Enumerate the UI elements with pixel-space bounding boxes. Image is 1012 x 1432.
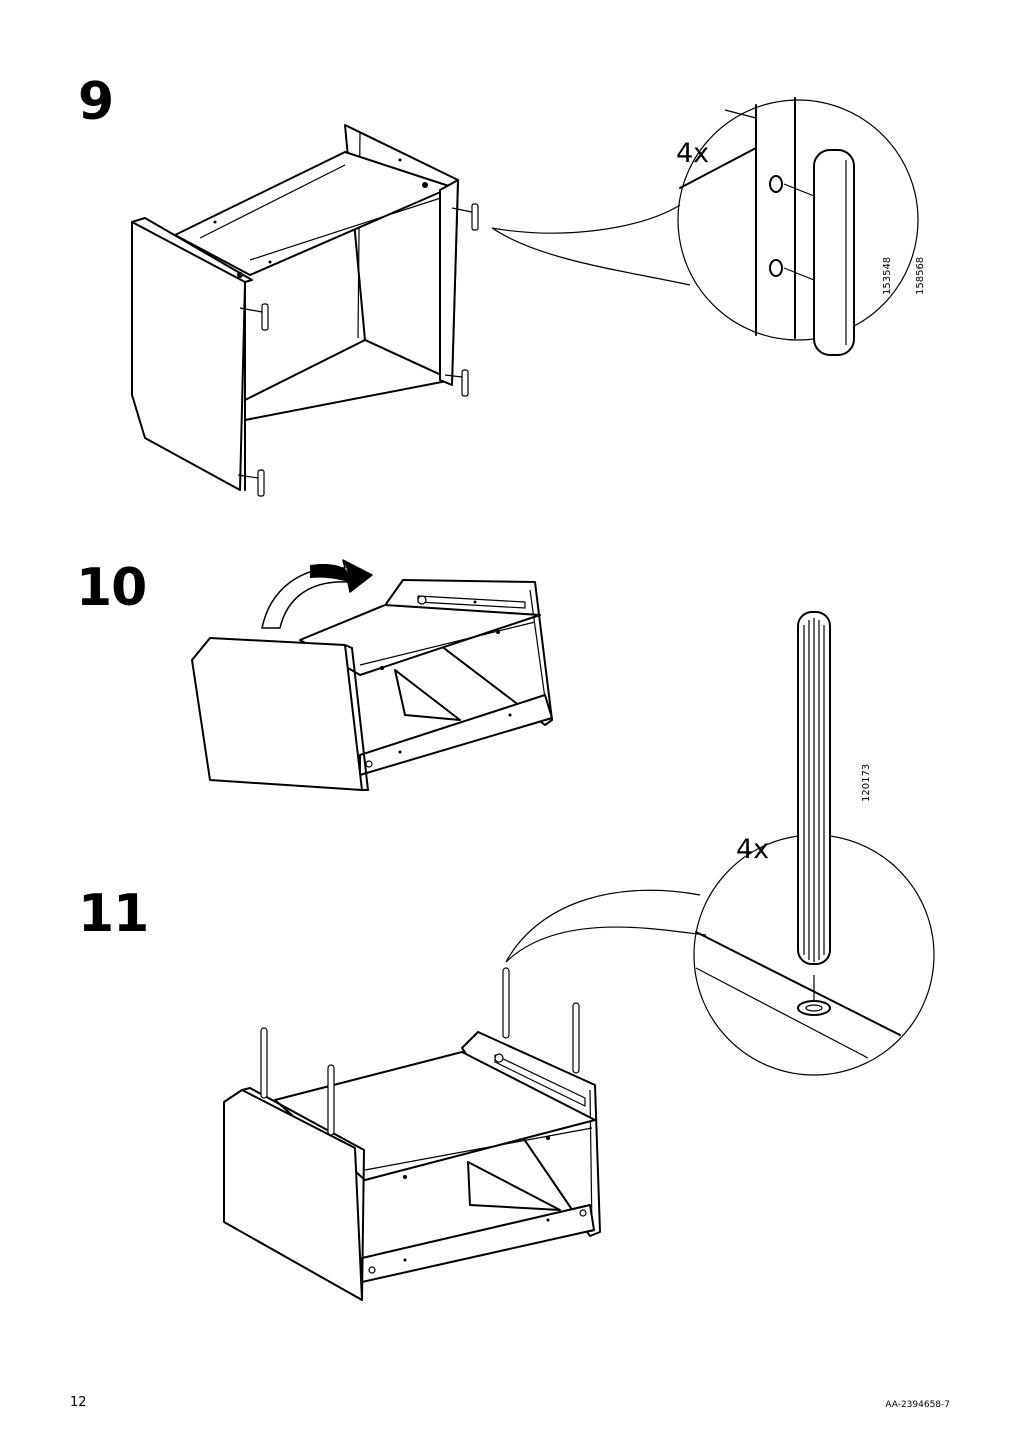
step-number: 10 — [76, 558, 147, 618]
side-panel — [131, 221, 246, 491]
side-panel — [191, 637, 363, 791]
dowel-pins — [260, 967, 580, 1136]
side-panel — [223, 1089, 363, 1301]
step-number: 9 — [78, 72, 114, 132]
page-number: 12 — [70, 1395, 87, 1410]
step-9-drawing — [131, 97, 919, 497]
quantity-label: 4x — [736, 834, 770, 865]
connector-pins — [237, 203, 479, 497]
step-11-drawing — [223, 611, 935, 1301]
wooden-dowel — [797, 611, 831, 965]
part-number-line: 153548 — [882, 256, 893, 295]
part-number: 120173 — [839, 764, 883, 802]
document-id: AA-2394658-7 — [885, 1400, 950, 1410]
step-9-detail-circle — [677, 99, 919, 341]
part-number-line: 158568 — [915, 256, 926, 295]
step-10-drawing — [191, 559, 553, 791]
quantity-label: 4x — [676, 138, 710, 169]
part-number: 153548 158568 — [860, 257, 937, 295]
step-number: 11 — [78, 884, 149, 944]
connector-fitting — [813, 149, 855, 356]
part-number-line: 120173 — [861, 763, 872, 802]
